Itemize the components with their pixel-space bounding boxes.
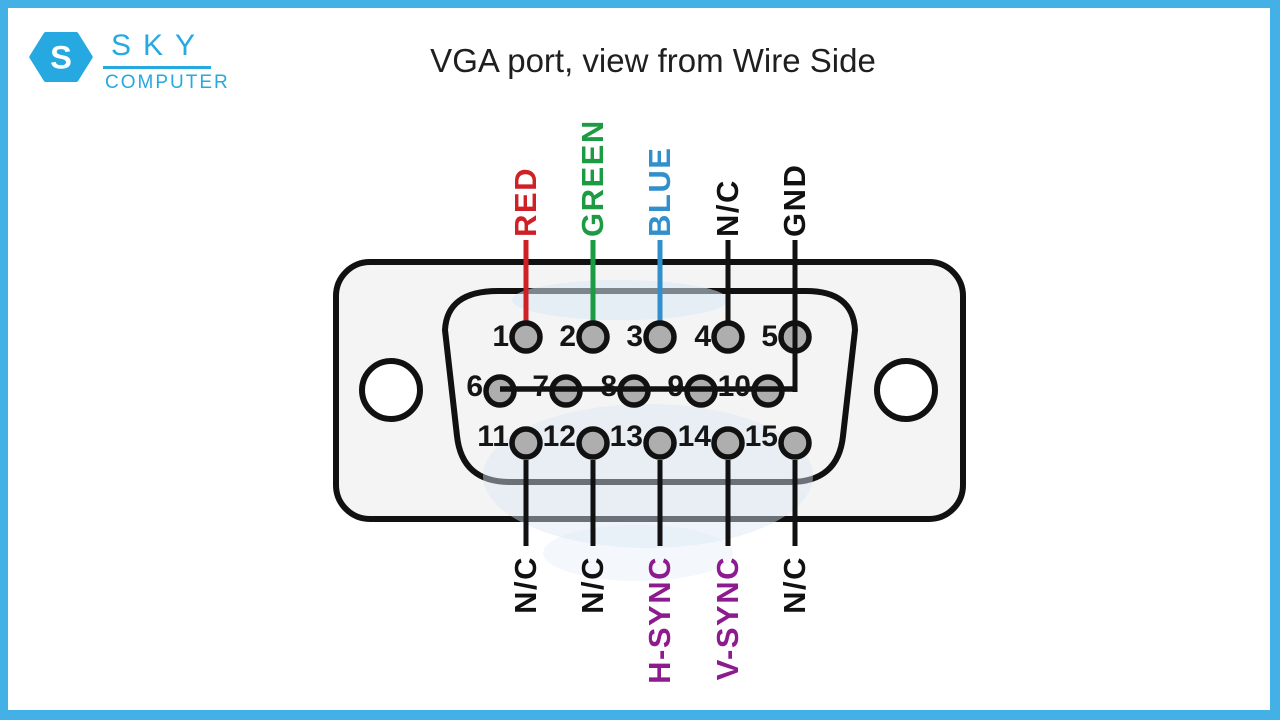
logo-monogram: S (50, 39, 72, 76)
pin-4 (711, 320, 745, 354)
top-label-nc: N/C (710, 179, 745, 237)
top-label-gnd: GND (777, 164, 812, 237)
brand-name: SKY COMPUTER (103, 30, 230, 92)
pin-12 (576, 426, 610, 460)
pin-11 (509, 426, 543, 460)
bottom-label-pin-13: H-SYNC (642, 556, 677, 684)
brand-logo: S SKY COMPUTER (28, 30, 230, 92)
bottom-label-pin-12: N/C (575, 556, 610, 614)
brand-name-secondary: COMPUTER (105, 72, 230, 93)
page-title: VGA port, view from Wire Side (430, 42, 876, 79)
bottom-label-pin-14: V-SYNC (710, 556, 745, 680)
pin-number-5: 5 (761, 320, 778, 353)
pin-number-13: 13 (610, 420, 643, 453)
pin-number-4: 4 (694, 320, 711, 353)
pin-number-2: 2 (559, 320, 576, 353)
pin-number-7: 7 (532, 370, 549, 403)
pin-13 (643, 426, 677, 460)
bottom-label-pin-11: N/C (508, 556, 543, 614)
mounting-hole-right (874, 358, 938, 422)
pin-number-6: 6 (466, 370, 483, 403)
pin-2 (576, 320, 610, 354)
brand-name-primary: SKY (103, 31, 212, 69)
watermark (543, 525, 733, 581)
pin-number-15: 15 (745, 420, 778, 453)
pin-number-12: 12 (543, 420, 576, 453)
pin-number-10: 10 (718, 370, 751, 403)
pin-15 (778, 426, 812, 460)
top-label-blue: BLUE (642, 147, 677, 237)
pin-number-1: 1 (492, 320, 509, 353)
hexagon-s-logo-icon: S (29, 32, 93, 82)
pin-number-11: 11 (477, 420, 509, 453)
pin-number-14: 14 (678, 420, 712, 453)
watermark (512, 280, 728, 320)
top-label-red: RED (508, 167, 543, 237)
mounting-hole-left (359, 358, 423, 422)
bottom-label-pin-15: N/C (777, 556, 812, 614)
pin-number-3: 3 (626, 320, 643, 353)
pin-number-8: 8 (600, 370, 617, 403)
pin-14 (711, 426, 745, 460)
pin-1 (509, 320, 543, 354)
top-label-green: GREEN (575, 119, 610, 237)
pin-3 (643, 320, 677, 354)
pin-number-9: 9 (667, 370, 684, 403)
